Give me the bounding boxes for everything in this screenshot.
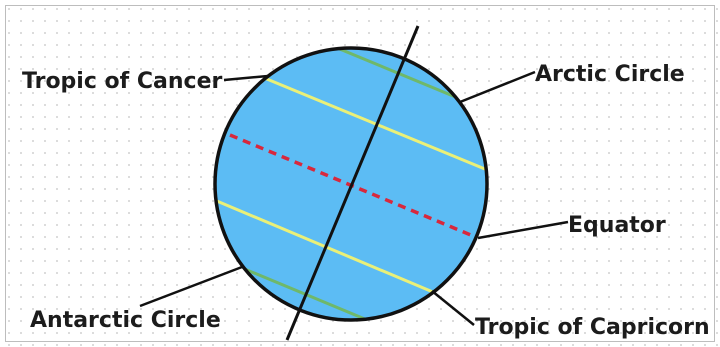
tropic-of-capricorn-leader — [432, 291, 474, 325]
arctic-circle-leader — [460, 72, 535, 102]
arctic-circle-label: Arctic Circle — [535, 62, 685, 87]
tropic-of-capricorn-label: Tropic of Capricorn — [475, 315, 710, 340]
equator-leader — [478, 222, 568, 238]
equator-label: Equator — [568, 213, 666, 238]
tropic-of-cancer-label: Tropic of Cancer — [22, 69, 223, 94]
antarctic-circle-label: Antarctic Circle — [30, 308, 221, 333]
antarctic-circle-leader — [140, 267, 242, 306]
